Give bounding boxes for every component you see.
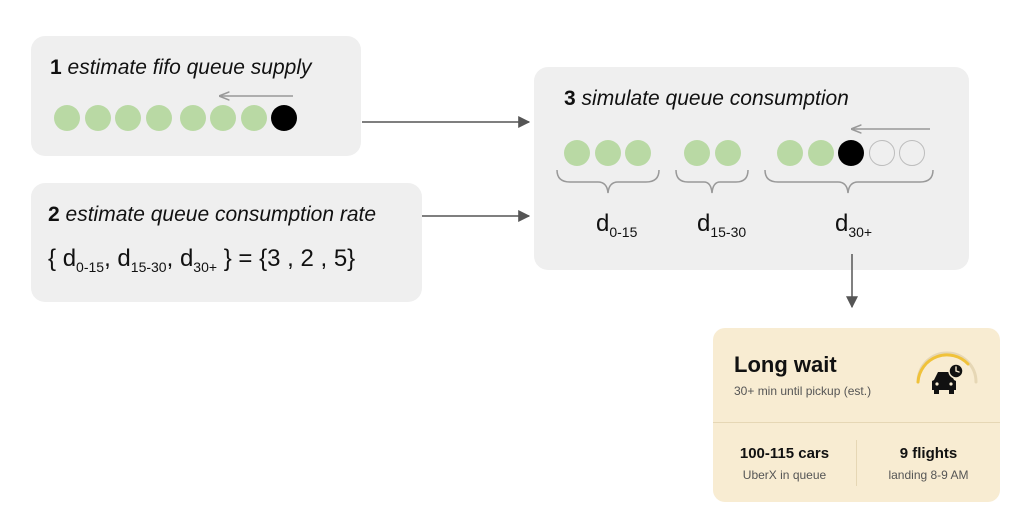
sim-dot [807,140,834,166]
sim-dot [625,140,651,166]
queue-dot [84,105,111,131]
consumption-rate-formula: { d0-15, d15-30, d30+ } = {3 , 2 , 5} [48,245,356,275]
formula-d-0-15: d0-15 [62,245,105,275]
card-title: Long wait [734,352,837,377]
formula-d-30-plus: d30+ [179,245,218,275]
stat-flights: 9 flights landing 8-9 AM [857,445,1000,482]
formula-open-brace: { [48,245,57,272]
queue-dot [54,105,80,131]
step-3-number: 3 [564,87,576,110]
sim-dot-empty [868,140,895,166]
card-vertical-divider [856,440,857,486]
card-divider [713,422,1000,423]
step-1-text: estimate fifo queue supply [67,56,312,79]
formula-d-15-30: d15-30 [117,245,167,275]
sim-dot [714,140,741,166]
brace-0-15 [556,169,660,194]
step-3-text: simulate queue consumption [581,87,849,110]
formula-equals: = [238,245,253,272]
formula-close-brace: } [223,245,232,272]
wait-estimate-card: Long wait 30+ min until pickup (est.) 10… [713,328,1000,502]
sim-label-30-plus: d30+ [835,210,873,240]
sim-dot [564,140,590,166]
stat-cars-value: 100-115 cars [739,445,830,462]
step-2-box: 2 estimate queue consumption rate [31,183,422,302]
queue-dot [145,105,172,131]
queue-dot [179,105,206,131]
stat-flights-value: 9 flights [899,445,958,462]
sim-label-15-30: d15-30 [697,210,747,240]
gauge-icon [916,351,978,394]
step-2-title: 2 estimate queue consumption rate [48,203,376,227]
sim-dot [777,140,803,166]
formula-values: {3 , 2 , 5} [259,245,356,272]
stat-cars: 100-115 cars UberX in queue [713,445,856,482]
sim-dot [594,140,621,166]
step-1-number: 1 [50,56,62,79]
step-1-box: 1 estimate fifo queue supply [31,36,361,156]
sim-dot-current [838,140,864,166]
brace-15-30 [675,169,749,194]
step-2-text: estimate queue consumption rate [65,203,377,226]
queue-dot [210,105,236,131]
sim-dot-empty [899,140,925,166]
step-1-title: 1 estimate fifo queue supply [50,56,312,80]
step-3-title: 3 simulate queue consumption [564,87,849,111]
queue-dot [240,105,267,131]
sim-label-0-15: d0-15 [596,210,638,240]
stat-cars-label: UberX in queue [742,468,827,482]
car-clock-icon [932,363,964,394]
brace-30-plus [764,169,934,194]
queue-dot-current [271,105,297,131]
step-2-number: 2 [48,203,60,226]
queue-dot [115,105,141,131]
step-3-box: 3 simulate queue consumption [534,67,969,270]
card-subtitle: 30+ min until pickup (est.) [734,384,872,398]
stat-flights-label: landing 8-9 AM [888,468,969,482]
sim-dot [684,140,710,166]
